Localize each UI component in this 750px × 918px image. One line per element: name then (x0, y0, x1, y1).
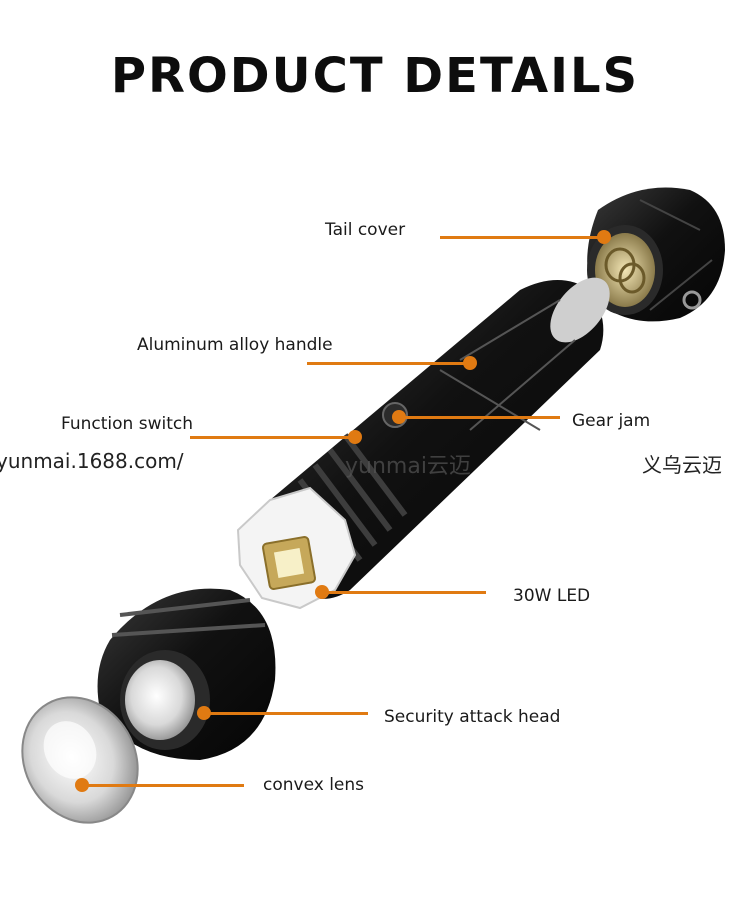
label-aluminum-alloy-handle: Aluminum alloy handle (137, 335, 333, 355)
dot-aluminum-alloy-handle (463, 356, 477, 370)
watermark-url: yunmai.1688.com/ (0, 449, 184, 473)
leader-convex-lens (82, 784, 244, 787)
led-board-part (236, 486, 357, 610)
leader-gear-jam (400, 416, 560, 419)
page-title: PRODUCT DETAILS (110, 48, 640, 104)
leader-30w-led (322, 591, 486, 594)
leader-aluminum-alloy-handle (307, 362, 470, 365)
leader-tail-cover (440, 236, 603, 239)
label-convex-lens: convex lens (263, 775, 365, 795)
dot-security-attack-head (197, 706, 211, 720)
leader-function-switch (190, 436, 355, 439)
watermark-logo: yunmai云迈 (345, 454, 471, 479)
watermark-company: 义乌云迈 (642, 453, 722, 477)
leader-security-attack-head (205, 712, 368, 715)
label-function-switch: Function switch (61, 414, 193, 434)
dot-convex-lens (75, 778, 89, 792)
head-part (97, 588, 276, 760)
dot-gear-jam (392, 410, 406, 424)
label-security-attack-head: Security attack head (384, 707, 561, 727)
convex-lens-part (21, 696, 139, 824)
label-tail-cover: Tail cover (325, 220, 406, 240)
label-gear-jam: Gear jam (572, 411, 651, 431)
dot-function-switch (348, 430, 362, 444)
dot-tail-cover (597, 230, 611, 244)
dot-30w-led (315, 585, 329, 599)
tail-cover-part (587, 187, 725, 322)
label-30w-led: 30W LED (513, 586, 591, 606)
